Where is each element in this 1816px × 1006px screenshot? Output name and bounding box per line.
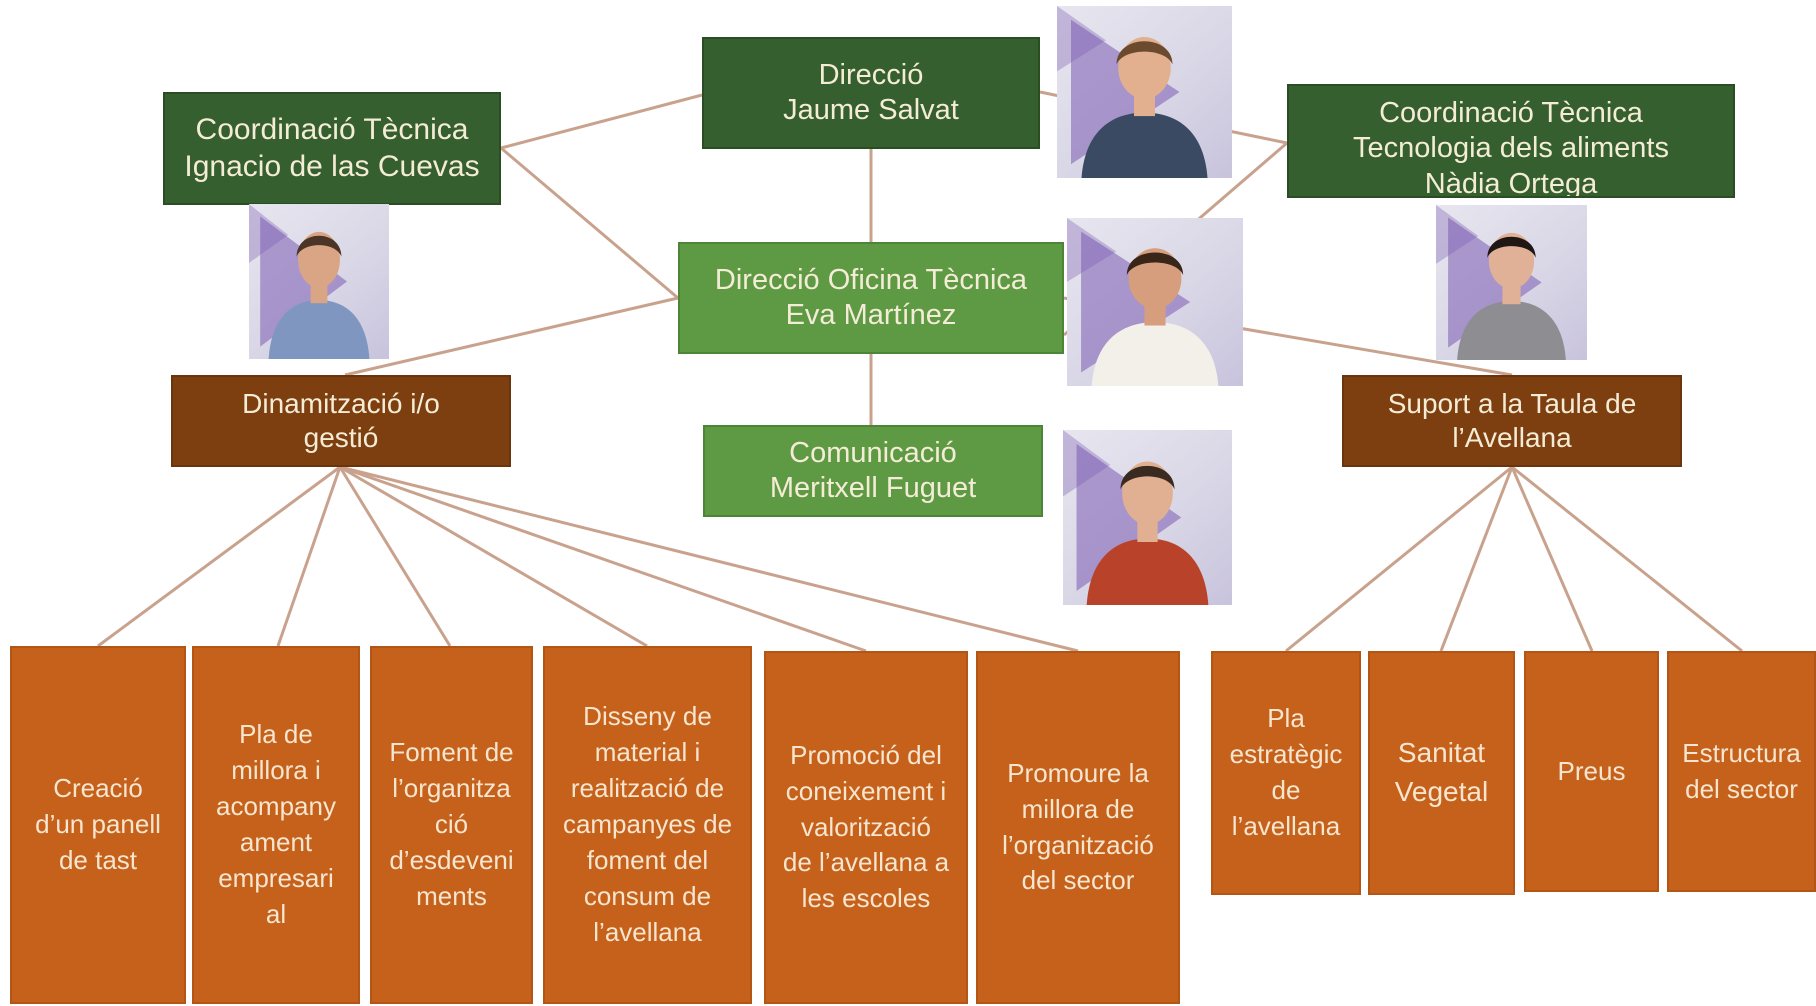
suport-taula-box: Suport a la Taula de l’Avellana: [1342, 375, 1682, 467]
photo-ignacio-de-las-cuevas: [249, 204, 389, 359]
connector-line: [1285, 465, 1513, 653]
connector-line: [339, 465, 1079, 653]
task-label: Promoció del coneixement i valorització …: [782, 739, 950, 914]
direccio-oficina-tecnica-label: Direcció Oficina Tècnica Eva Martínez: [714, 263, 1028, 331]
task-label: Sanitat Vegetal: [1394, 737, 1489, 807]
connector-line: [339, 465, 648, 648]
portrait-illustration: [249, 204, 370, 359]
connector-line: [344, 296, 679, 377]
dinamitzacio-label: Dinamització i/o gestió: [242, 387, 440, 453]
connector-line: [500, 93, 703, 150]
task-label: Pla de millora i acompany ament empresar…: [216, 719, 336, 929]
connector-line: [1439, 466, 1514, 652]
portrait-illustration: [1067, 218, 1219, 386]
direccio-label: Direcció Jaume Salvat: [783, 58, 959, 126]
task-label: Pla estratègic de l’avellana: [1229, 703, 1343, 841]
portrait-illustration: [1063, 430, 1209, 605]
task-box: Promoció del coneixement i valorització …: [764, 651, 968, 1004]
coordinacio-tecnica-left-label: Coordinació Tècnica Ignacio de las Cueva…: [184, 112, 480, 183]
task-label: Foment de l’organitza ció d’esdeveni men…: [389, 737, 514, 911]
dinamitzacio-box: Dinamització i/o gestió: [171, 375, 511, 467]
portrait-illustration: [1057, 6, 1208, 178]
comunicacio-box: Comunicació Meritxell Fuguet: [703, 425, 1043, 517]
photo-jaume-salvat: [1057, 6, 1232, 178]
task-box: Estructura del sector: [1667, 651, 1816, 892]
connector-line: [1510, 466, 1594, 652]
coordinacio-tecnica-right-box: Coordinació Tècnica Tecnologia dels alim…: [1287, 84, 1735, 198]
task-label: Disseny de material i realització de cam…: [562, 701, 733, 947]
task-box: Foment de l’organitza ció d’esdeveni men…: [370, 646, 533, 1004]
comunicacio-label: Comunicació Meritxell Fuguet: [769, 436, 977, 504]
task-label: Promoure la millora de l’organització de…: [1002, 757, 1154, 896]
photo-meritxell-fuguet: [1063, 430, 1232, 605]
connector-line: [1511, 465, 1743, 653]
direccio-box: Direcció Jaume Salvat: [702, 37, 1040, 149]
suport-taula-label: Suport a la Taula de l’Avellana: [1387, 387, 1637, 453]
coordinacio-tecnica-right-label: Coordinació Tècnica Tecnologia dels alim…: [1353, 97, 1669, 198]
connector-line: [97, 465, 341, 648]
task-label: Estructura del sector: [1682, 737, 1801, 804]
task-box: Pla estratègic de l’avellana: [1211, 651, 1361, 895]
task-label: Creació d’un panell de tast: [35, 773, 161, 875]
coordinacio-tecnica-left-box: Coordinació Tècnica Ignacio de las Cueva…: [163, 92, 501, 205]
photo-eva-martinez: [1067, 218, 1243, 386]
task-label: Preus: [1557, 755, 1626, 786]
portrait-illustration: [1436, 205, 1566, 360]
task-box: Disseny de material i realització de cam…: [543, 646, 752, 1004]
task-box: Sanitat Vegetal: [1368, 651, 1515, 895]
photo-nadia-ortega: [1436, 205, 1587, 360]
connector-line: [338, 466, 452, 647]
task-box: Preus: [1524, 651, 1659, 892]
connector-line: [276, 466, 342, 647]
direccio-oficina-tecnica-box: Direcció Oficina Tècnica Eva Martínez: [678, 242, 1064, 354]
task-box: Creació d’un panell de tast: [10, 646, 186, 1004]
task-box: Promoure la millora de l’organització de…: [976, 651, 1180, 1004]
task-box: Pla de millora i acompany ament empresar…: [192, 646, 360, 1004]
connector-line: [339, 465, 867, 653]
connector-line: [500, 146, 679, 300]
